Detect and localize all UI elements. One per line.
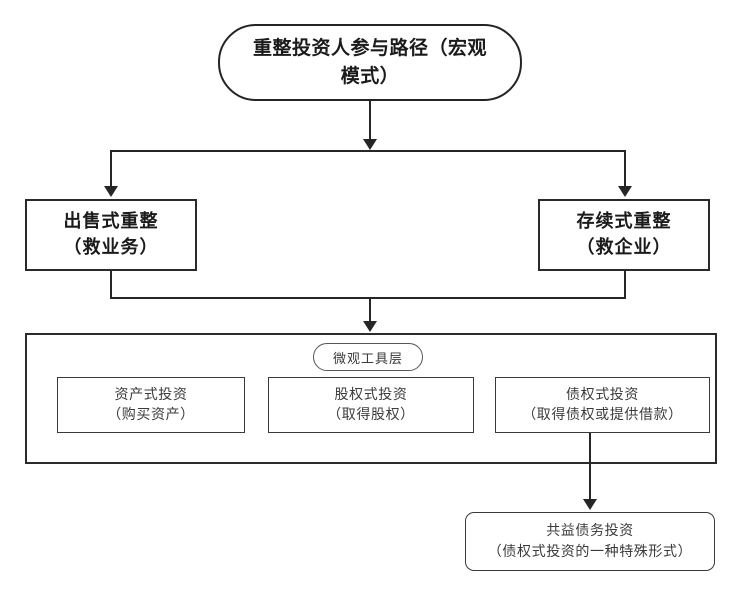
connector-sale-to-merge: [110, 271, 112, 299]
arrowhead-split-to-sale: [104, 186, 118, 197]
connector-split-bar: [110, 150, 626, 152]
node-going-concern-restructuring: 存续式重整 （救企业）: [538, 199, 710, 271]
node-going-line2: （救企业）: [576, 237, 672, 258]
connector-merge-bar: [110, 297, 626, 299]
node-bottom-line2: （债权式投资的一种特殊形式）: [487, 543, 693, 560]
label-micro-tool-layer: 微观工具层: [313, 343, 423, 371]
node-equity-line1: 股权式投资: [334, 386, 408, 403]
node-title-text: 重整投资人参与路径（宏观模式）: [252, 36, 487, 87]
node-sale-line1: 出售式重整: [63, 210, 159, 232]
arrowhead-merge-to-container: [363, 321, 377, 332]
node-co-benefit-debt-investment: 共益债务投资 （债权式投资的一种特殊形式）: [465, 512, 715, 571]
node-equity-line2: （取得股权）: [327, 407, 415, 423]
node-sale-line2: （救业务）: [63, 237, 159, 258]
connector-split-to-sale: [110, 150, 112, 186]
node-debt-line1: 债权式投资: [566, 386, 639, 403]
node-debt-investment: 债权式投资 （取得债权或提供借款）: [495, 377, 710, 433]
node-bottom-line1: 共益债务投资: [546, 523, 634, 540]
connector-going-to-merge: [624, 271, 626, 299]
connector-debt-to-bottom: [589, 433, 591, 499]
node-equity-investment: 股权式投资 （取得股权）: [268, 377, 474, 433]
connector-split-to-going: [624, 150, 626, 186]
connector-title-to-split: [369, 101, 371, 143]
node-asset-line1: 资产式投资: [114, 386, 188, 403]
arrowhead-debt-to-bottom: [583, 499, 597, 510]
label-micro-tool-layer-text: 微观工具层: [332, 351, 403, 367]
node-debt-line2: （取得债权或提供借款）: [522, 407, 683, 423]
node-sale-type-restructuring: 出售式重整 （救业务）: [25, 199, 197, 271]
arrowhead-title-to-split: [363, 139, 377, 150]
node-asset-investment: 资产式投资 （购买资产）: [57, 377, 245, 433]
node-asset-line2: （购买资产）: [107, 407, 195, 423]
node-going-line1: 存续式重整: [576, 210, 672, 232]
node-restructuring-investor-path: 重整投资人参与路径（宏观模式）: [218, 24, 522, 101]
connector-merge-to-container: [369, 297, 371, 323]
arrowhead-split-to-going: [618, 186, 632, 197]
